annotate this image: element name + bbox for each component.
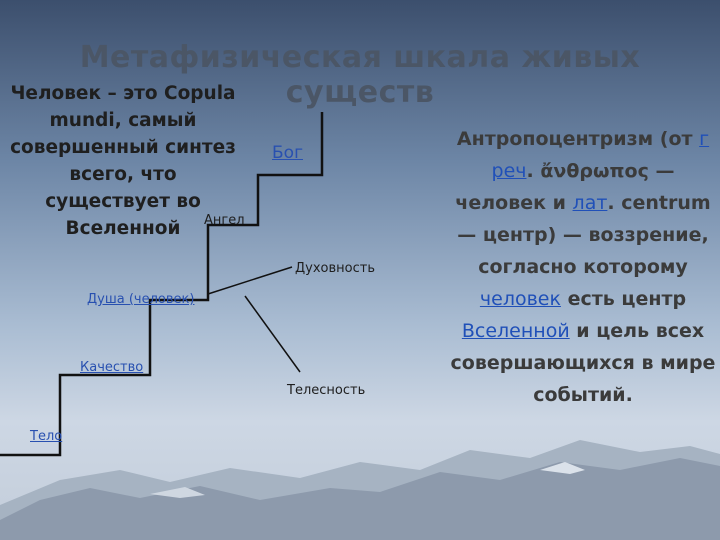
- definition-part: есть центр: [561, 288, 686, 310]
- arrow-line-corporeality: [245, 296, 300, 372]
- definition-part: .: [607, 192, 614, 214]
- label-corporeality: Телесность: [287, 383, 365, 398]
- definition-text: Антропоцентризм (от г реч. ἄνθρωπος — че…: [448, 123, 718, 411]
- link-latin[interactable]: лат: [573, 192, 608, 214]
- stairs-line: [0, 112, 322, 455]
- label-soul[interactable]: Душа (человек): [87, 292, 194, 307]
- link-greek-g[interactable]: г: [699, 128, 709, 150]
- label-god[interactable]: Бог: [272, 143, 303, 163]
- link-human[interactable]: человек: [480, 288, 561, 310]
- label-angel: Ангел: [204, 213, 245, 228]
- link-greek-rech[interactable]: реч: [492, 160, 527, 182]
- label-spirituality: Духовность: [295, 261, 375, 276]
- arrow-line-spirituality: [208, 267, 292, 294]
- label-body[interactable]: Тело: [30, 429, 62, 444]
- link-universe[interactable]: Вселенной: [462, 320, 570, 342]
- label-quality[interactable]: Качество: [80, 360, 143, 375]
- definition-part: .: [527, 160, 534, 182]
- definition-part: Антропоцентризм (от: [457, 128, 699, 150]
